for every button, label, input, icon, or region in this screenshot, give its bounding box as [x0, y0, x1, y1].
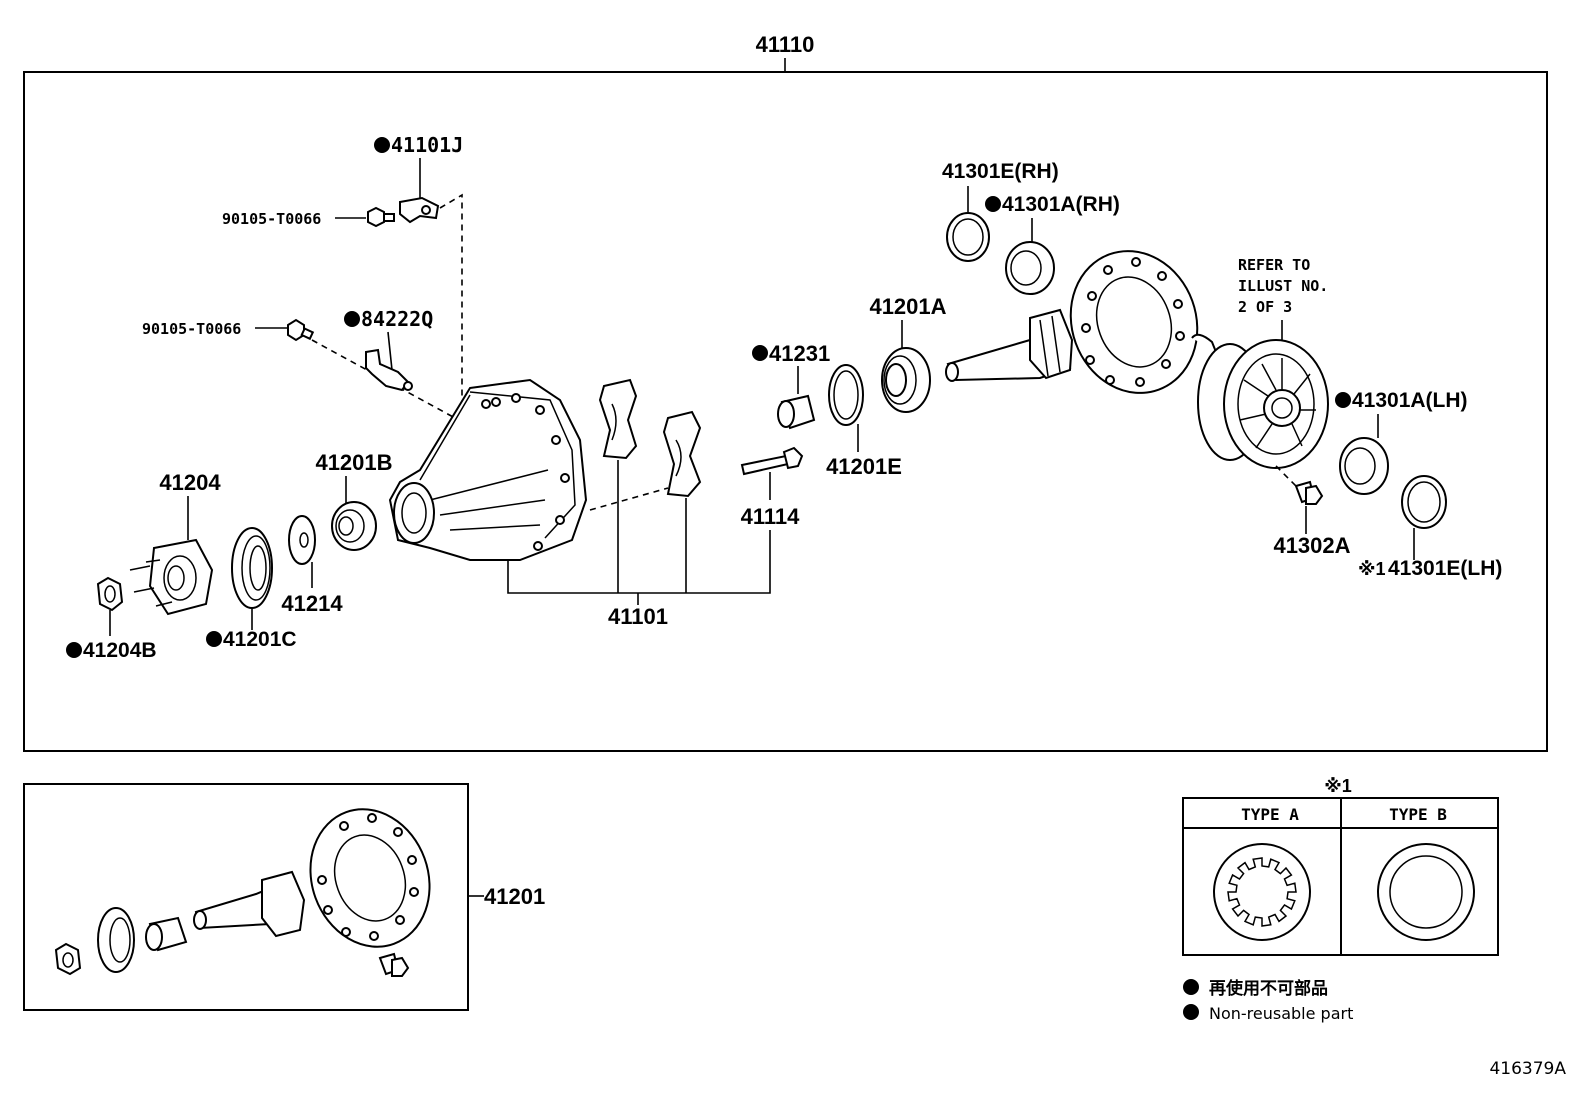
- part-41201E[interactable]: 41201E: [826, 364, 902, 479]
- legend-english: Non-reusable part: [1209, 1004, 1353, 1023]
- part-41301E-RH[interactable]: 41301E(RH): [942, 160, 1059, 262]
- type-a-washer-icon: [1213, 843, 1311, 941]
- illustration-id: 416379A: [1489, 1059, 1566, 1079]
- part-41301A-LH[interactable]: 41301A(LH): [1335, 389, 1468, 495]
- svg-text:REFER TO: REFER TO: [1238, 256, 1310, 274]
- part-41201B[interactable]: 41201B: [315, 450, 393, 551]
- assembly-frame: [23, 71, 1548, 752]
- bearing-cap-2: [662, 410, 702, 498]
- svg-text:41214: 41214: [281, 591, 343, 616]
- part-41231[interactable]: 41231: [752, 341, 830, 430]
- svg-text:41302A: 41302A: [1273, 533, 1350, 558]
- assembly-41201-label[interactable]: 41201: [484, 884, 545, 909]
- part-41201C[interactable]: 41201C: [206, 527, 297, 651]
- ring-and-pinion-gear: [945, 250, 1199, 394]
- part-41302A[interactable]: 41302A: [1273, 465, 1351, 558]
- svg-text:41201A: 41201A: [869, 294, 946, 319]
- assembly-41110: 41110: [23, 32, 1548, 752]
- legend-japanese: 再使用不可部品: [1209, 978, 1328, 999]
- part-84222Q[interactable]: 84222Q: [344, 307, 433, 392]
- differential-case: [1191, 333, 1329, 469]
- assembly-label[interactable]: 41110: [756, 32, 815, 57]
- part-41204[interactable]: 41204: [129, 470, 221, 616]
- svg-text:84222Q: 84222Q: [361, 307, 433, 331]
- part-41204B[interactable]: 41204B: [66, 576, 157, 662]
- svg-text:41204B: 41204B: [83, 639, 157, 662]
- part-41101J[interactable]: 41101J: [374, 133, 463, 224]
- note-ref-mark: ※1: [1358, 559, 1386, 579]
- svg-text:41301A(RH): 41301A(RH): [1002, 193, 1120, 216]
- type-table: ※1 TYPE A TYPE B: [1182, 776, 1499, 956]
- legend: 再使用不可部品 Non-reusable part: [1183, 978, 1353, 1023]
- assembly-41201: 41201: [23, 783, 545, 1011]
- svg-text:ILLUST NO.: ILLUST NO.: [1238, 277, 1328, 295]
- type-table-mark: ※1: [1324, 776, 1352, 796]
- svg-text:41301E(RH): 41301E(RH): [942, 160, 1059, 183]
- part-41201A[interactable]: 41201A: [869, 294, 947, 413]
- svg-text:90105-T0066: 90105-T0066: [222, 210, 321, 228]
- part-90105-T0066-top[interactable]: 90105-T0066: [222, 206, 395, 228]
- bearing-cap-1: [598, 378, 638, 460]
- svg-text:41201C: 41201C: [223, 628, 297, 651]
- part-41101-label[interactable]: 41101: [507, 460, 771, 629]
- dashed-guide-top: [439, 193, 463, 410]
- svg-text:41301A(LH): 41301A(LH): [1352, 389, 1468, 412]
- part-41114[interactable]: 41114: [741, 446, 804, 529]
- svg-text:90105-T0066: 90105-T0066: [142, 320, 241, 338]
- svg-text:41201E: 41201E: [826, 454, 902, 479]
- type-a-header: TYPE A: [1241, 805, 1299, 824]
- part-41214[interactable]: 41214: [281, 515, 343, 616]
- assembly-41201-frame: [23, 783, 469, 1011]
- part-41101-carrier[interactable]: [388, 378, 588, 561]
- part-90105-T0066-mid[interactable]: 90105-T0066: [142, 318, 315, 342]
- type-b-washer-icon: [1377, 843, 1475, 941]
- part-41301A-RH[interactable]: 41301A(RH): [985, 193, 1120, 295]
- refer-note: REFER TO ILLUST NO. 2 OF 3: [1238, 256, 1328, 350]
- svg-text:2 OF 3: 2 OF 3: [1238, 298, 1292, 316]
- svg-text:41201B: 41201B: [315, 450, 392, 475]
- svg-text:41101J: 41101J: [391, 133, 463, 157]
- type-b-header: TYPE B: [1389, 805, 1447, 824]
- part-41301E-LH[interactable]: ※1 41301E(LH): [1358, 475, 1502, 580]
- svg-text:41204: 41204: [159, 470, 221, 495]
- svg-text:41231: 41231: [769, 341, 830, 366]
- svg-text:41101: 41101: [608, 604, 668, 629]
- svg-text:41301E(LH): 41301E(LH): [1388, 557, 1502, 580]
- svg-text:41114: 41114: [741, 504, 801, 529]
